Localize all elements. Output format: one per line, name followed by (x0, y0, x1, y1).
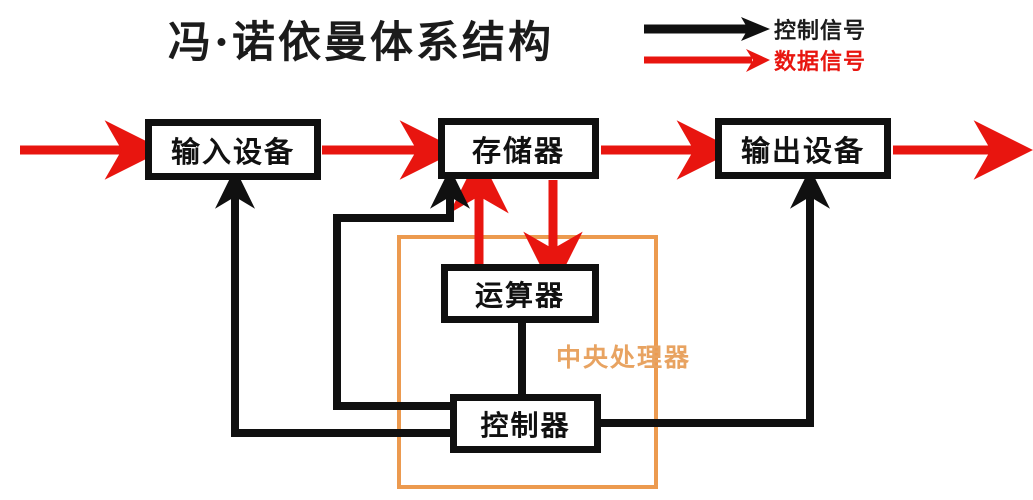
page-title: 冯·诺依曼体系结构 (168, 18, 554, 68)
edge-controller-to-memory (333, 167, 470, 410)
node-input-device[interactable]: 输入设备 (145, 119, 321, 180)
legend-item-control-signal: 控制信号 (640, 14, 920, 44)
legend-item-data-signal: 数据信号 (640, 45, 920, 75)
cpu-boundary-label: 中央处理器 (556, 343, 692, 372)
legend: 控制信号 数据信号 (640, 14, 920, 78)
node-output-device[interactable]: 输出设备 (715, 118, 891, 179)
node-controller[interactable]: 控制器 (450, 394, 601, 453)
edge-controller-to-output (600, 167, 830, 427)
node-alu[interactable]: 运算器 (441, 264, 599, 323)
edge-controller-to-input (214, 167, 451, 437)
node-memory[interactable]: 存储器 (438, 118, 599, 179)
control-signal-arrow-icon (644, 17, 770, 41)
data-signal-arrow-icon (644, 49, 770, 72)
legend-label-control-signal: 控制信号 (774, 18, 867, 44)
legend-label-data-signal: 数据信号 (774, 49, 867, 75)
